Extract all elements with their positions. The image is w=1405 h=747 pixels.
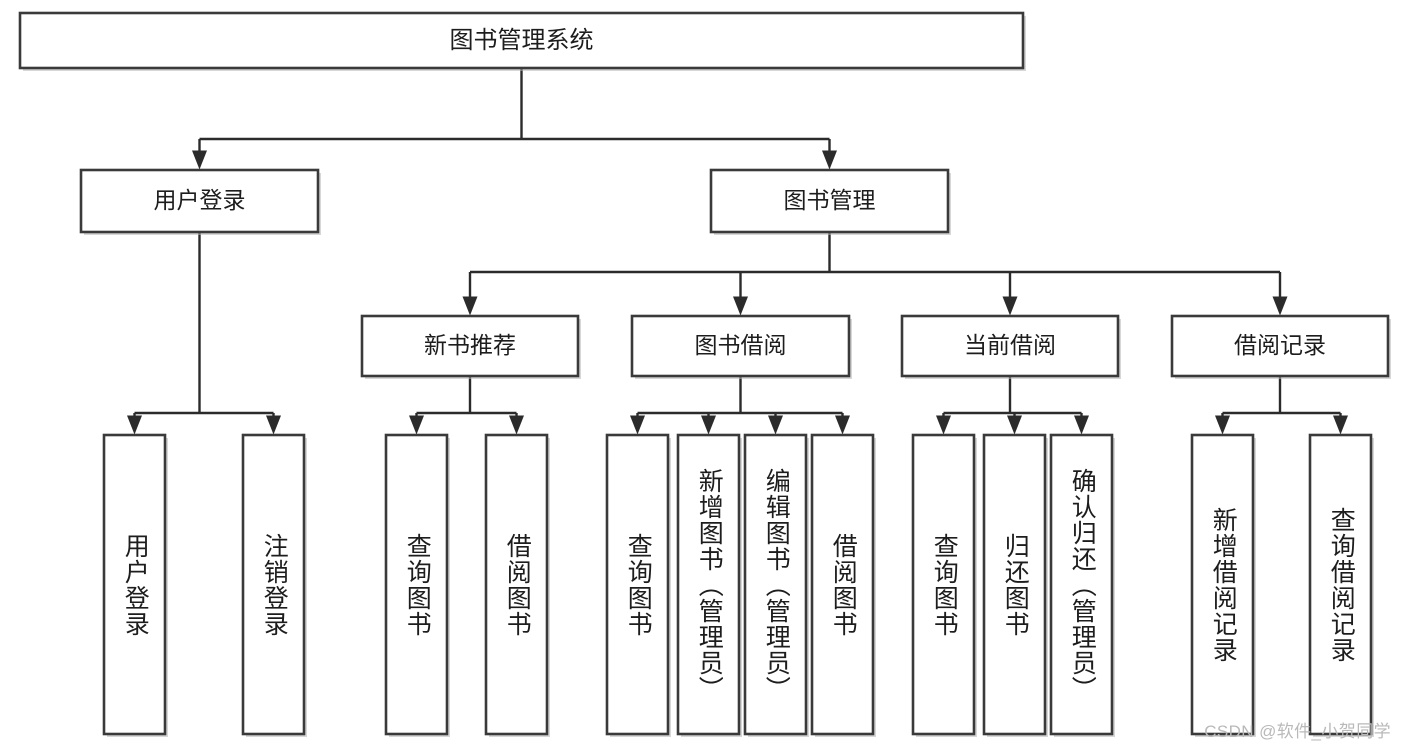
arrow-head-icon <box>266 415 281 435</box>
node-box-leaf_borrow_book_2[interactable] <box>810 433 875 736</box>
node-box-leaf_borrow_book_1[interactable] <box>484 433 549 736</box>
node-box-leaf_confirm_return[interactable] <box>1049 433 1114 736</box>
arrow-head-icon <box>462 296 478 316</box>
node-box-current_borrow[interactable] <box>900 314 1120 378</box>
arrow-head-icon <box>768 415 783 435</box>
node-label-book_manage: 图书管理 <box>784 187 876 213</box>
edge-group-new_book_rec <box>409 376 524 435</box>
node-label-current_borrow: 当前借阅 <box>964 332 1056 358</box>
arrow-head-icon <box>1272 296 1288 316</box>
node-box-leaf_query_book_3[interactable] <box>911 433 976 736</box>
arrow-head-icon <box>1215 415 1230 435</box>
edge-group-book_manage <box>462 232 1288 316</box>
node-box-leaf_user_login[interactable] <box>102 433 167 736</box>
node-box-leaf_add_book[interactable] <box>676 433 741 736</box>
arrow-head-icon <box>1074 415 1089 435</box>
node-box-book_borrow[interactable] <box>630 314 851 378</box>
node-box-new_book_rec[interactable] <box>360 314 580 378</box>
arrow-head-icon <box>822 150 837 170</box>
arrow-head-icon <box>192 150 207 170</box>
edge-group-current_borrow <box>936 376 1089 435</box>
arrow-head-icon <box>733 296 748 316</box>
edge-group-book_borrow <box>630 376 850 435</box>
node-box-leaf_user_logout[interactable] <box>241 433 306 736</box>
node-box-user_login[interactable] <box>79 168 320 234</box>
node-box-leaf_return_book[interactable] <box>982 433 1047 736</box>
watermark-text: CSDN @软件_小贺同学 <box>1204 722 1391 741</box>
node-label-new_book_rec: 新书推荐 <box>424 332 516 358</box>
node-box-borrow_record[interactable] <box>1170 314 1390 378</box>
node-box-root[interactable] <box>18 11 1025 70</box>
arrow-head-icon <box>127 415 142 435</box>
arrow-head-icon <box>630 415 645 435</box>
arrow-head-icon <box>1007 415 1022 435</box>
arrow-head-icon <box>701 415 716 435</box>
arrow-head-icon <box>1002 296 1018 316</box>
node-label-book_borrow: 图书借阅 <box>695 332 787 358</box>
arrow-head-icon <box>835 415 850 435</box>
node-label-user_login: 用户登录 <box>154 187 246 213</box>
arrow-head-icon <box>1333 415 1348 435</box>
node-box-leaf_query_book_1[interactable] <box>384 433 449 736</box>
edge-group-borrow_record <box>1215 376 1348 435</box>
node-box-leaf_query_book_2[interactable] <box>605 433 670 736</box>
node-label-root: 图书管理系统 <box>450 27 594 54</box>
node-box-leaf_query_record[interactable] <box>1308 433 1373 736</box>
node-box-layer <box>18 11 1391 737</box>
node-box-book_manage[interactable] <box>709 168 950 234</box>
node-box-leaf_edit_book[interactable] <box>743 433 808 736</box>
connector-layer <box>127 68 1348 435</box>
arrow-head-icon <box>936 415 951 435</box>
node-box-leaf_add_record[interactable] <box>1190 433 1255 736</box>
edge-group-user_login <box>127 232 281 435</box>
edge-group-root <box>192 68 837 170</box>
node-label-borrow_record: 借阅记录 <box>1234 332 1326 358</box>
arrow-head-icon <box>509 415 524 435</box>
arrow-head-icon <box>409 415 424 435</box>
